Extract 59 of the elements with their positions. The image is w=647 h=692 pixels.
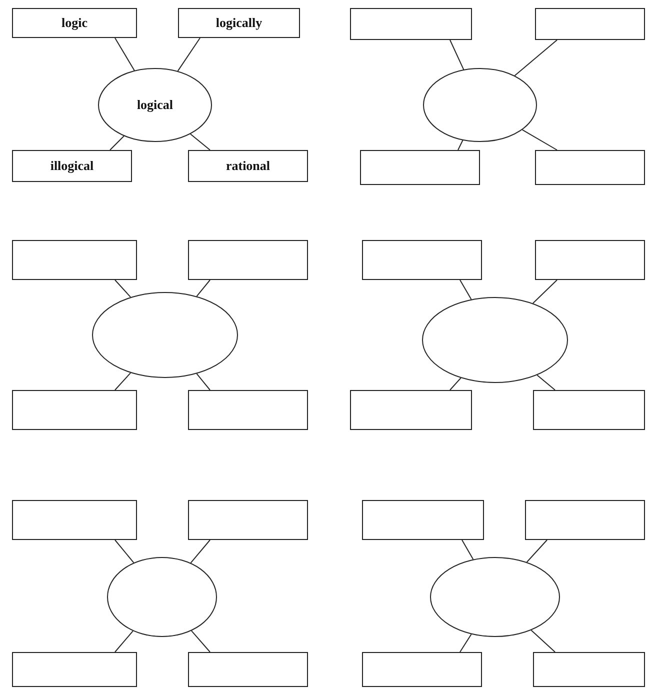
connector-line <box>458 140 464 150</box>
connector-line <box>114 280 132 298</box>
connector-line <box>196 280 210 297</box>
connector-line <box>190 133 210 150</box>
connector-line <box>536 374 556 390</box>
word-box <box>12 150 132 182</box>
connector-line <box>450 40 464 70</box>
connector-line <box>522 129 558 150</box>
word-oval <box>422 297 568 383</box>
connector-line <box>114 372 132 390</box>
connector-line <box>514 40 558 76</box>
connector-line <box>526 540 548 563</box>
word-oval <box>423 68 537 142</box>
word-box <box>12 500 137 540</box>
connector-line <box>532 280 558 304</box>
word-box <box>533 652 645 687</box>
word-box <box>535 150 645 185</box>
connector-line <box>110 136 124 150</box>
word-box <box>362 240 482 280</box>
word-oval <box>107 557 217 637</box>
connector-line <box>114 540 134 564</box>
connector-line <box>530 630 556 652</box>
word-oval <box>430 557 560 637</box>
word-oval <box>92 292 238 378</box>
word-box <box>350 390 472 430</box>
connector-line <box>196 373 210 390</box>
word-label: logical <box>136 97 174 113</box>
word-label: logically <box>216 15 262 31</box>
word-box <box>188 150 308 182</box>
word-box <box>350 8 472 40</box>
connector-line <box>460 280 472 300</box>
connector-line <box>450 378 462 390</box>
word-box <box>188 390 308 430</box>
word-box <box>362 500 484 540</box>
word-box <box>533 390 645 430</box>
word-oval <box>98 68 212 142</box>
connector-line <box>114 38 135 71</box>
connector-line <box>190 540 210 564</box>
connector-line <box>114 630 134 652</box>
word-label: illogical <box>50 158 94 174</box>
connector-line <box>462 540 474 560</box>
word-box <box>188 500 308 540</box>
word-box <box>12 652 137 687</box>
word-box <box>362 652 482 687</box>
word-box <box>188 652 308 687</box>
word-box <box>525 500 645 540</box>
word-label: logic <box>62 15 88 31</box>
word-label: rational <box>226 158 270 174</box>
word-box <box>178 8 300 38</box>
word-box <box>188 240 308 280</box>
word-box <box>535 240 645 280</box>
connector-line <box>460 634 472 652</box>
connector-line <box>190 630 210 652</box>
connector-line <box>177 38 200 72</box>
word-box <box>12 390 137 430</box>
word-box <box>12 240 137 280</box>
word-box <box>360 150 480 185</box>
word-box <box>12 8 137 38</box>
word-box <box>535 8 645 40</box>
